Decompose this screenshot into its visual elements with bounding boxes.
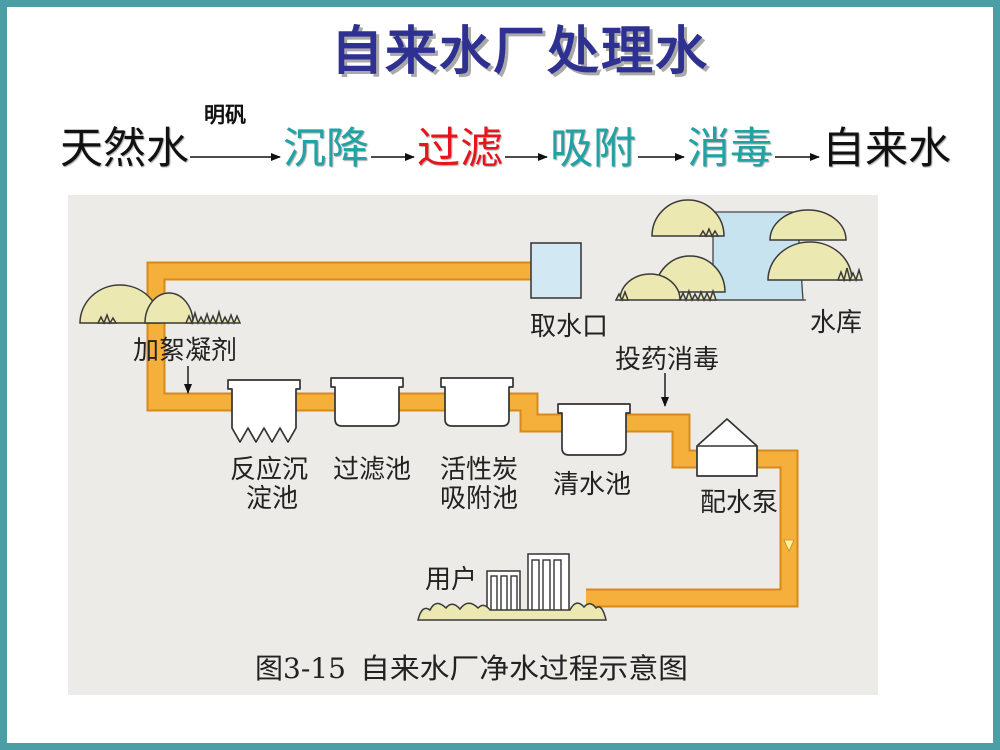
clear-water-tank	[557, 403, 631, 456]
sedimentation-tank-label-line1: 反应沉	[230, 455, 308, 485]
carbon-tank	[440, 377, 514, 427]
user-building-2	[527, 553, 570, 617]
disinfection-label: 投药消毒	[615, 345, 719, 375]
filter-tank-label: 过滤池	[333, 455, 411, 485]
figure-number: 图3-15	[255, 652, 346, 685]
reservoir-label: 水库	[810, 308, 862, 338]
reservoir-hill-5	[619, 273, 681, 301]
figure-caption: 自来水厂净水过程示意图	[360, 652, 688, 685]
grass-icon	[836, 267, 864, 283]
pump-label: 配水泵	[700, 488, 778, 518]
grass-icon	[678, 288, 718, 303]
coagulant-hills	[79, 284, 242, 326]
reservoir-hill-3	[767, 241, 853, 281]
reservoir-hill-2	[769, 209, 847, 241]
carbon-tank-label-line1: 活性炭	[440, 455, 518, 485]
flow-step-natural-water: 天然水	[60, 124, 189, 174]
flow-step-disinfection: 消毒	[687, 124, 773, 174]
users-label: 用户	[425, 565, 477, 595]
user-building-1	[486, 570, 521, 617]
reservoir-hill-1	[651, 199, 725, 237]
bush-icon	[417, 602, 607, 621]
clear-water-tank-label: 清水池	[553, 470, 631, 500]
flow-step-tap-water: 自来水	[822, 124, 951, 174]
left-hill-2	[144, 292, 194, 324]
grass-icon	[614, 289, 630, 302]
sedimentation-tank-label-line2: 淀池	[246, 484, 298, 514]
grass-icon	[184, 309, 242, 326]
carbon-tank-label-line2: 吸附池	[440, 484, 518, 514]
filter-tank	[330, 377, 404, 427]
alum-label: 明矾	[204, 103, 246, 127]
grass-icon	[698, 227, 720, 238]
coagulant-label: 加絮凝剂	[133, 336, 237, 366]
flow-direction-arrow-icon	[783, 539, 795, 552]
grass-icon	[96, 312, 118, 325]
flow-step-adsorption: 吸附	[550, 124, 636, 174]
flow-step-sedimentation: 沉降	[283, 124, 369, 174]
intake-box	[530, 242, 582, 299]
user-buildings	[417, 553, 607, 621]
sedimentation-tank	[227, 379, 301, 443]
pump-house	[696, 418, 758, 477]
flow-step-filtration: 过滤	[417, 124, 503, 174]
page-title: 自来水厂处理水	[330, 22, 709, 82]
intake-label: 取水口	[530, 312, 608, 342]
reservoir	[614, 199, 864, 303]
